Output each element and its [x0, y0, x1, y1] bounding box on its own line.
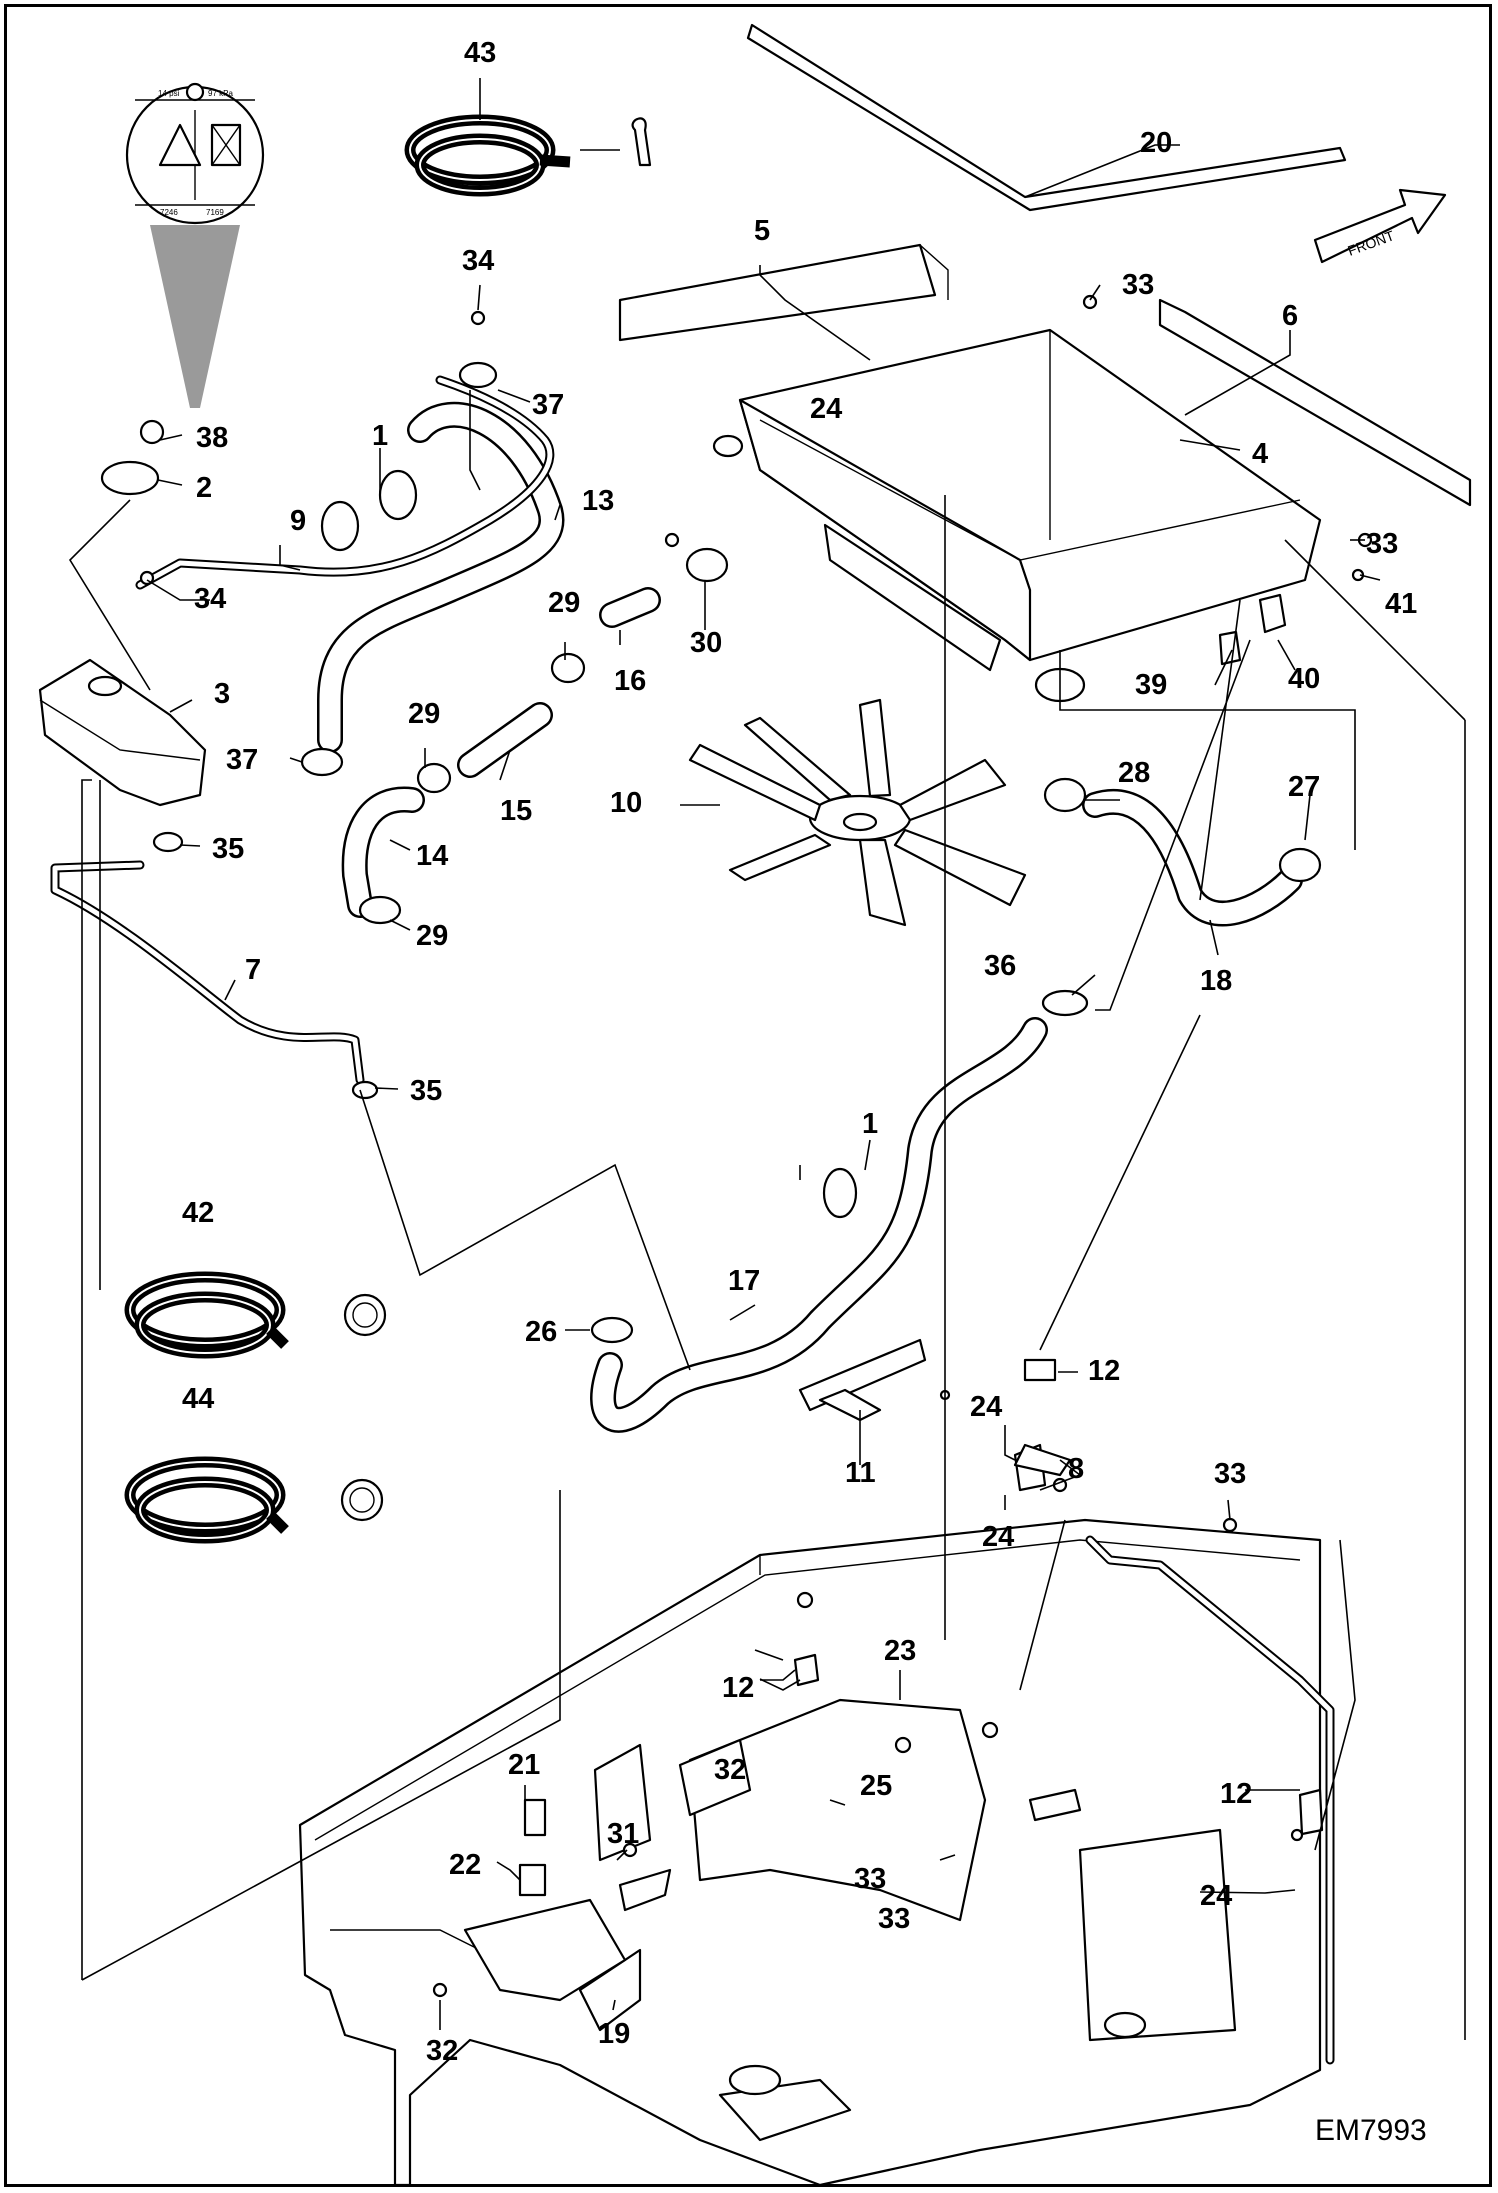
callout-28: 28 [1118, 757, 1150, 789]
chassis-frame [298, 1518, 1335, 2187]
callout-26: 26 [525, 1316, 557, 1348]
callout-37-top: 37 [532, 389, 564, 421]
callout-19: 19 [598, 2018, 630, 2050]
callout-10: 10 [610, 787, 642, 819]
callout-22: 22 [449, 1849, 481, 1881]
callout-30: 30 [690, 627, 722, 659]
radiator [712, 328, 1322, 703]
callout-31: 31 [607, 1818, 639, 1850]
callout-23: 23 [884, 1635, 916, 1667]
callout-40: 40 [1288, 663, 1320, 695]
callout-33-right: 33 [1366, 528, 1398, 560]
callout-17: 17 [728, 1265, 760, 1297]
brackets [139, 294, 1373, 1998]
callout-numbers: 43 20 5 33 6 24 4 33 41 40 39 34 37 38 2… [182, 37, 1417, 2067]
callout-1-top: 1 [372, 420, 388, 452]
decal-pressure-kpa: 97 kPa [208, 89, 233, 98]
coolant-reservoir [38, 419, 207, 807]
callout-36: 36 [984, 950, 1016, 982]
front-arrow: FRONT [1313, 188, 1447, 264]
callout-35-top: 35 [212, 833, 244, 865]
callout-11: 11 [845, 1457, 876, 1489]
callout-41: 41 [1385, 588, 1417, 620]
callout-9: 9 [290, 505, 306, 537]
callout-29-upper: 29 [548, 587, 580, 619]
callout-42: 42 [182, 1197, 214, 1229]
callout-18: 18 [1200, 965, 1232, 997]
callout-29-lower: 29 [416, 920, 448, 952]
callout-33-top: 33 [1122, 269, 1154, 301]
callout-25: 25 [860, 1770, 892, 1802]
callout-1-lower: 1 [862, 1108, 878, 1140]
callout-32-right: 32 [714, 1754, 746, 1786]
callout-13: 13 [582, 485, 614, 517]
callout-6: 6 [1282, 300, 1298, 332]
callout-8: 8 [1068, 1453, 1084, 1485]
callout-33-mid: 33 [854, 1863, 886, 1895]
callout-34-top: 34 [462, 245, 494, 277]
callout-35-lower: 35 [410, 1075, 442, 1107]
leader-lines [68, 78, 1466, 2040]
callout-33-right-lower: 33 [1214, 1458, 1246, 1490]
callout-2: 2 [196, 472, 212, 504]
callout-20: 20 [1140, 127, 1172, 159]
hose-coils [124, 114, 652, 1544]
figure-code: EM7993 [1315, 2114, 1427, 2147]
callout-12-left: 12 [722, 1672, 754, 1704]
callout-29-middle: 29 [408, 698, 440, 730]
fan [688, 698, 1027, 927]
callout-24-lower: 24 [982, 1521, 1014, 1553]
callout-12-upper: 12 [1088, 1355, 1120, 1387]
callout-38: 38 [196, 422, 228, 454]
callout-34-left: 34 [194, 583, 226, 615]
callout-24-radiator: 24 [810, 393, 842, 425]
hoses [50, 375, 1303, 1433]
callout-44: 44 [182, 1383, 214, 1415]
callout-3: 3 [214, 678, 230, 710]
callout-43: 43 [464, 37, 496, 69]
decal-pressure-psi: 14 psi [158, 89, 180, 98]
pressure-cap-decal: 14 psi 97 kPa 7246 7169 [125, 82, 265, 408]
callout-27: 27 [1288, 771, 1320, 803]
callout-7: 7 [245, 954, 261, 986]
callout-37-left: 37 [226, 744, 258, 776]
callout-14: 14 [416, 840, 448, 872]
decal-part-number-right: 7169 [206, 208, 224, 217]
callout-5: 5 [754, 215, 770, 247]
callout-33-lower: 33 [878, 1903, 910, 1935]
callout-16: 16 [614, 665, 646, 697]
callout-21: 21 [508, 1749, 540, 1781]
callout-15: 15 [500, 795, 532, 827]
callout-12-lower: 12 [1220, 1778, 1252, 1810]
callout-39: 39 [1135, 669, 1167, 701]
callout-24-mid: 24 [970, 1391, 1002, 1423]
callout-32-lower: 32 [426, 2035, 458, 2067]
decal-part-number-left: 7246 [160, 208, 178, 217]
callout-4: 4 [1252, 438, 1268, 470]
callout-24-right: 24 [1200, 1880, 1232, 1912]
